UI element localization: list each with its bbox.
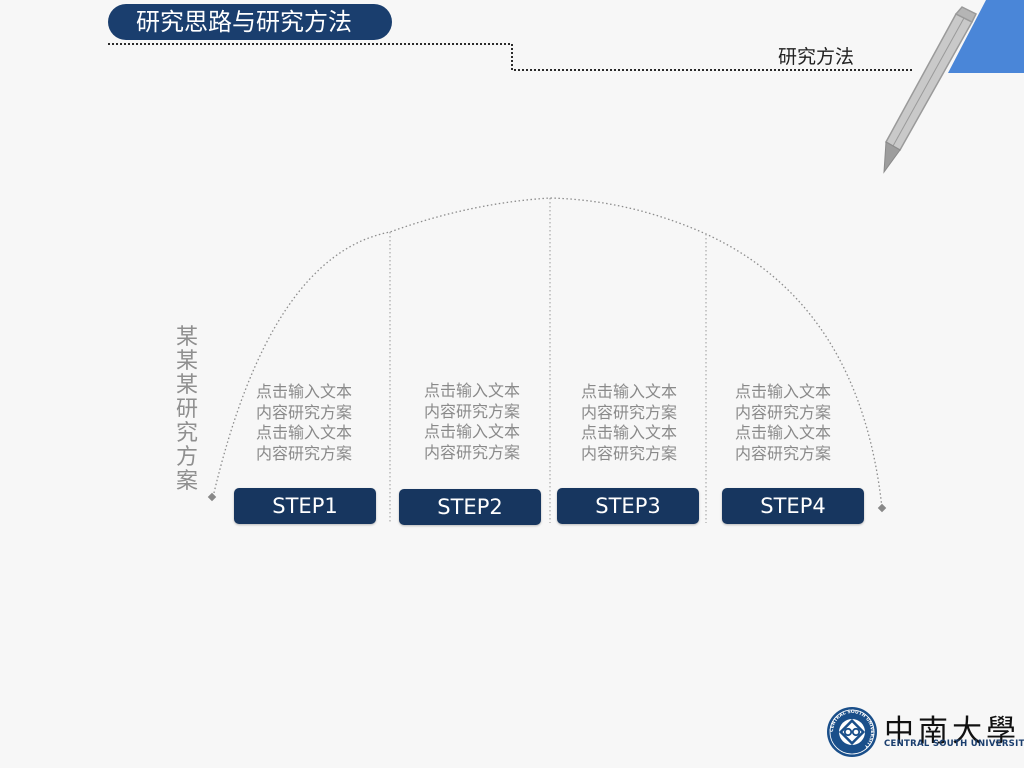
text-line: 点击输入文本 bbox=[423, 422, 520, 441]
corner-accent-triangle bbox=[948, 0, 1024, 73]
header-dotted-line bbox=[108, 43, 914, 71]
university-seal-icon: CENTRAL SOUTH UNIVERSITY bbox=[827, 707, 877, 757]
step-2-button[interactable]: STEP2 bbox=[399, 489, 541, 525]
text-line: 内容研究方案 bbox=[255, 402, 352, 422]
arc-end-diamond-left bbox=[207, 492, 217, 502]
pencil-icon bbox=[883, 6, 978, 174]
text-line: 点击输入文本 bbox=[734, 423, 831, 442]
text-line: 点击输入文本 bbox=[580, 423, 677, 442]
dotted-arc bbox=[212, 197, 883, 509]
text-line: 内容研究方案 bbox=[580, 443, 677, 463]
text-line: 点击输入文本 bbox=[255, 423, 352, 442]
step-2-text: 点击输入文本 内容研究方案 点击输入文本 内容研究方案 bbox=[397, 381, 547, 463]
university-name-cn: 中南大學 bbox=[884, 714, 1020, 749]
text-line: 内容研究方案 bbox=[734, 443, 831, 463]
text-line: 内容研究方案 bbox=[423, 442, 520, 462]
header-decoration bbox=[108, 0, 1024, 174]
step-3-text: 点击输入文本 内容研究方案 点击输入文本 内容研究方案 bbox=[554, 382, 704, 464]
text-line: 点击输入文本 bbox=[255, 382, 352, 401]
text-line: 内容研究方案 bbox=[734, 402, 831, 422]
step-4-text: 点击输入文本 内容研究方案 点击输入文本 内容研究方案 bbox=[708, 382, 858, 464]
step-3-button[interactable]: STEP3 bbox=[557, 488, 699, 524]
arc-end-diamond-right bbox=[877, 503, 887, 513]
text-line: 内容研究方案 bbox=[423, 401, 520, 421]
text-line: 点击输入文本 bbox=[734, 382, 831, 401]
vertical-title: 某某某研究方案 bbox=[175, 325, 198, 494]
text-line: 点击输入文本 bbox=[580, 382, 677, 401]
section-subtitle: 研究方法 bbox=[778, 46, 855, 68]
text-line: 内容研究方案 bbox=[255, 443, 352, 463]
text-line: 点击输入文本 bbox=[423, 381, 520, 400]
text-line: 内容研究方案 bbox=[580, 402, 677, 422]
page-title: 研究思路与研究方法 bbox=[108, 4, 392, 40]
step-1-text: 点击输入文本 内容研究方案 点击输入文本 内容研究方案 bbox=[229, 382, 379, 464]
university-name-en: CENTRAL SOUTH UNIVERSITY bbox=[884, 739, 1024, 749]
step-1-button[interactable]: STEP1 bbox=[234, 488, 376, 524]
step-4-button[interactable]: STEP4 bbox=[722, 488, 864, 524]
